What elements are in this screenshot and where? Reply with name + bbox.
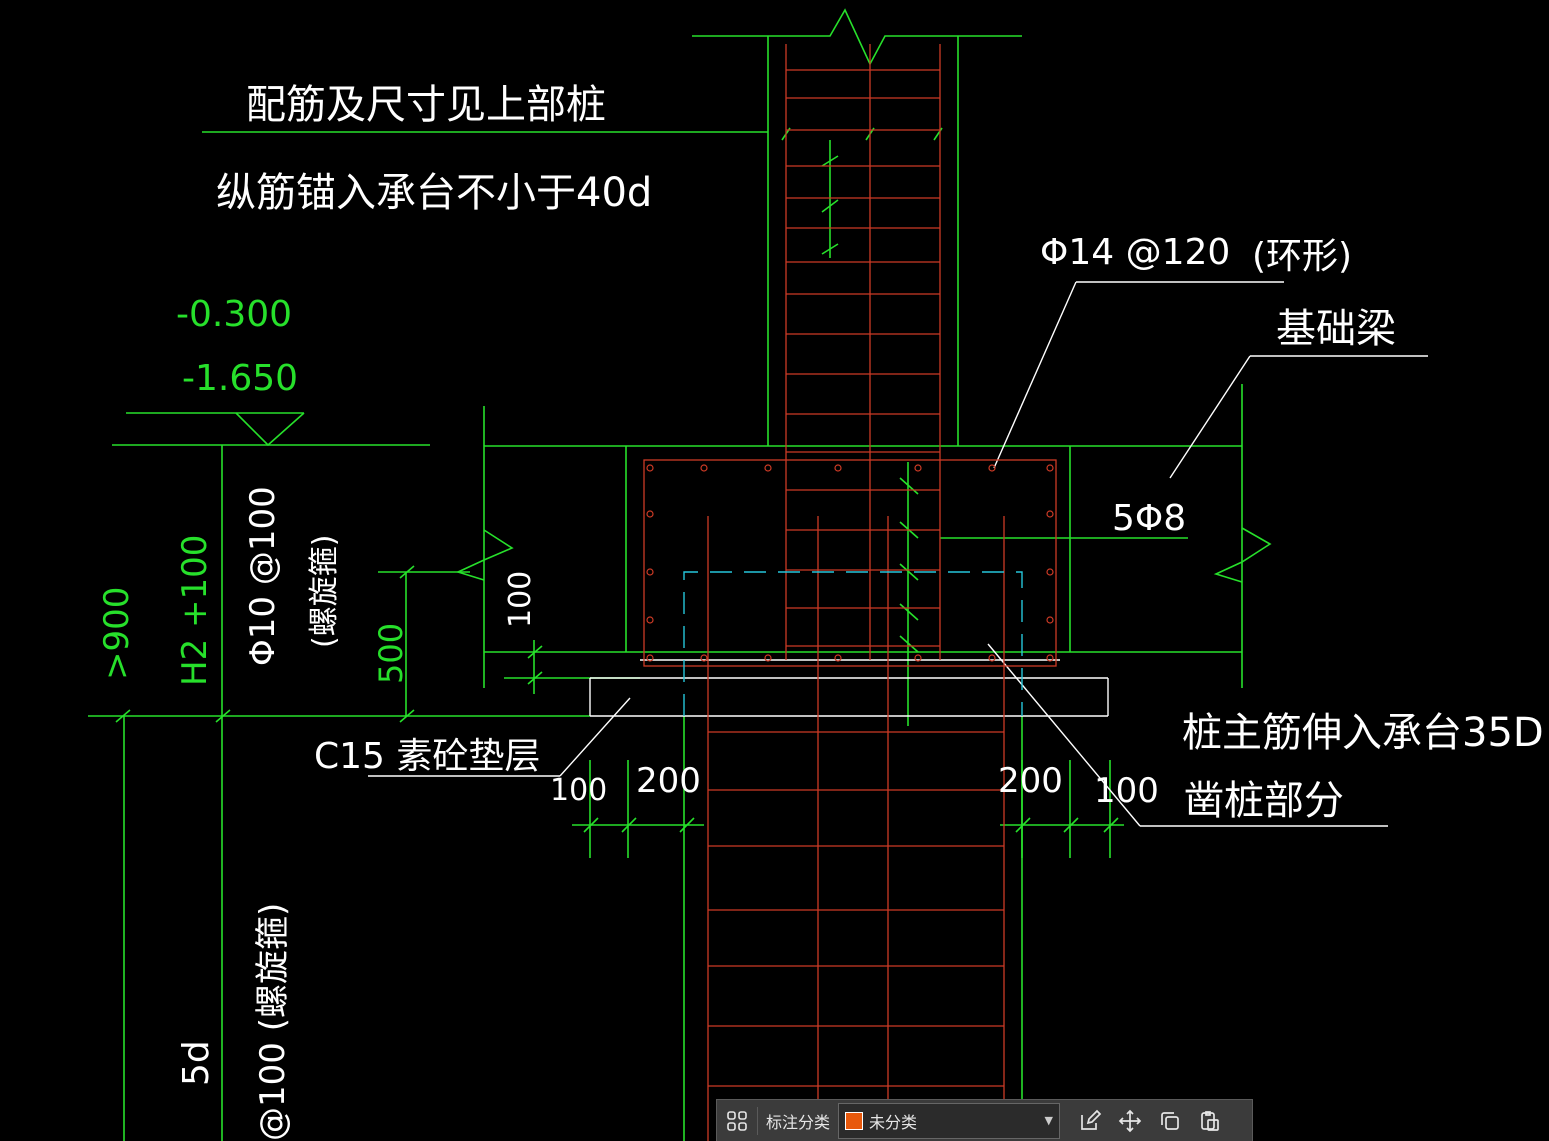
paste-button[interactable] [1190,1101,1230,1141]
annotation-toolbar: 标注分类 未分类 ▼ [716,1099,1253,1141]
rebar-dots [646,464,1054,662]
dim-900-vertical: >900 [97,587,137,680]
ring-rebar-spec: Φ14 @120 [1040,232,1230,273]
note-top-2: 纵筋锚入承台不小于40d [216,170,652,216]
beam-label: 基础梁 [1276,306,1396,352]
dim-100-left: 100 [550,773,607,808]
grid-apps-icon [727,1110,747,1131]
spiral-1-note: (螺旋箍) [307,535,342,648]
copy-button[interactable] [1150,1101,1190,1141]
drawing-text: 配筋及尺寸见上部桩 纵筋锚入承台不小于40d -0.300 -1.650 Φ14… [97,82,1544,1141]
pile-note-2: 凿桩部分 [1184,778,1344,824]
move-button[interactable] [1110,1101,1150,1141]
annotation-category-label: 标注分类 [766,1112,831,1132]
chevron-down-icon: ▼ [1044,1114,1054,1127]
edit-button[interactable] [1070,1101,1110,1141]
category-color-swatch [845,1111,864,1130]
dim-h2-vertical: H2 +100 [175,535,215,686]
move-icon [1118,1109,1142,1132]
copy-icon [1161,1111,1179,1130]
paste-icon [1201,1110,1219,1131]
ring-rebar-note: (环形) [1252,236,1352,277]
spiral-2-spec: @100 (螺旋箍) [253,903,293,1141]
dim-5d-vertical: 5d [176,1040,217,1086]
edit-icon [1081,1109,1102,1130]
grid-apps-button[interactable] [717,1101,757,1141]
red-rebar-lines [643,44,1057,1141]
dim-100-right: 100 [1094,771,1159,811]
elevation-2: -1.650 [182,358,298,399]
cyan-dashed-pile-outline [683,571,1023,716]
cushion-label: C15 素砼垫层 [314,736,540,777]
elevation-1: -0.300 [176,294,292,335]
note-top-1: 配筋及尺寸见上部桩 [246,82,606,128]
pile-note-1: 桩主筋伸入承台35D [1182,710,1544,756]
category-dropdown[interactable]: 未分类 ▼ [838,1102,1061,1139]
spiral-1-spec: Φ10 @100 [243,486,283,666]
dim-200-right: 200 [998,761,1063,801]
toolbar-divider [757,1106,758,1135]
beam-bars: 5Φ8 [1112,498,1186,539]
category-dropdown-value: 未分类 [869,1112,918,1132]
dim-500-vertical: 500 [372,623,410,684]
dim-100-vertical: 100 [503,571,538,628]
dim-200-left: 200 [636,761,701,801]
